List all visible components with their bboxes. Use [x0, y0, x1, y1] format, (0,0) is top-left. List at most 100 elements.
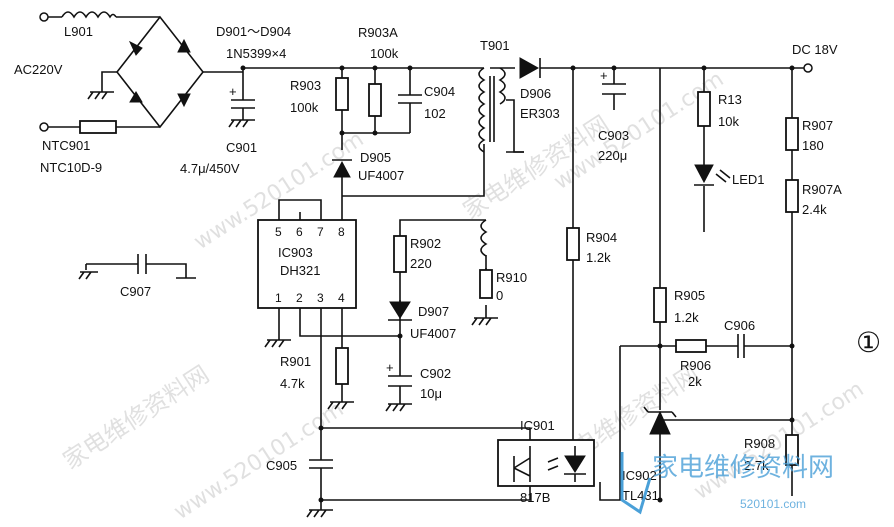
label-d906: D906 — [520, 86, 551, 101]
label-r904-value: 1.2k — [586, 250, 611, 265]
label-c907: C907 — [120, 284, 151, 299]
ic901-optocoupler — [497, 439, 595, 487]
r908-resistor — [785, 434, 799, 466]
label-r908: R908 — [744, 436, 775, 451]
ic903-pin-6: 6 — [296, 225, 303, 239]
ground-symbols — [78, 91, 524, 518]
label-r907-value: 180 — [802, 138, 824, 153]
label-ntc: NTC901 — [42, 138, 90, 153]
tl431-regulator — [643, 406, 677, 435]
component-labels: L901 AC220V D901～D904 1N5399×4 R903A 100… — [14, 24, 881, 505]
c902-capacitor — [388, 375, 412, 387]
site-logo: 家电维修资料网 520101.com — [620, 452, 834, 515]
r907a-resistor — [785, 179, 799, 213]
label-d905: D905 — [360, 150, 391, 165]
label-c903-value: 220μ — [598, 148, 627, 163]
label-led1: LED1 — [732, 172, 765, 187]
label-r903a: R903A — [358, 25, 398, 40]
label-c904-value: 102 — [424, 106, 446, 121]
label-r903-value: 100k — [290, 100, 319, 115]
label-c904: C904 — [424, 84, 455, 99]
r904-resistor — [566, 227, 580, 261]
ic903-pin-8: 8 — [338, 225, 345, 239]
label-c902-value: 10μ — [420, 386, 442, 401]
label-r906: R906 — [680, 358, 711, 373]
c906-capacitor — [737, 334, 745, 358]
label-r903: R903 — [290, 78, 321, 93]
c904-capacitor — [398, 94, 422, 104]
label-ic902-type: TL431 — [622, 488, 659, 503]
c903-capacitor — [602, 83, 626, 95]
ac-input-terminal-top — [39, 12, 49, 22]
junction-dots — [240, 65, 795, 503]
dc-output-terminal — [803, 63, 813, 73]
d906-diode — [519, 57, 541, 79]
d907-diode — [388, 272, 412, 321]
label-r907a-value: 2.4k — [802, 202, 827, 217]
label-bridge: D901～D904 — [216, 24, 291, 39]
label-ntc-type: NTC10D-9 — [40, 160, 102, 175]
label-r901-value: 4.7k — [280, 376, 305, 391]
c902-plus-sign: + — [386, 360, 394, 375]
label-c901-value: 4.7μ/450V — [180, 161, 240, 176]
d905-diode — [332, 159, 352, 178]
r903a-resistor — [368, 83, 382, 117]
r907-resistor — [785, 117, 799, 151]
label-dc-out: DC 18V — [792, 42, 838, 57]
label-bridge-type: 1N5399×4 — [226, 46, 286, 61]
label-c901: C901 — [226, 140, 257, 155]
ac-input-terminal-bottom — [39, 122, 49, 132]
ic903-pin-7: 7 — [317, 225, 324, 239]
site-logo-icon — [620, 452, 652, 515]
label-d906-type: ER303 — [520, 106, 560, 121]
ic903-pin-2: 2 — [296, 291, 303, 305]
label-r904: R904 — [586, 230, 617, 245]
ic903-chip — [257, 219, 357, 309]
label-ac-input: AC220V — [14, 62, 63, 77]
label-r902-value: 220 — [410, 256, 432, 271]
label-r907a: R907A — [802, 182, 842, 197]
label-d905-type: UF4007 — [358, 168, 404, 183]
label-ic902: IC902 — [622, 468, 657, 483]
label-r902: R902 — [410, 236, 441, 251]
label-r906-value: 2k — [688, 374, 702, 389]
ntc901-thermistor — [79, 120, 117, 134]
c901-plus-sign: + — [229, 84, 237, 99]
label-d907: D907 — [418, 304, 449, 319]
label-c902: C902 — [420, 366, 451, 381]
bridge-rectifier-diodes — [128, 38, 191, 108]
ic903-pin-3: 3 — [317, 291, 324, 305]
r906-resistor — [675, 339, 707, 353]
site-logo-url: 520101.com — [740, 497, 806, 511]
r905-resistor — [653, 287, 667, 323]
c905-capacitor — [309, 459, 333, 469]
label-c903: C903 — [598, 128, 629, 143]
c907-capacitor — [137, 254, 147, 274]
ic903-pin-4: 4 — [338, 291, 345, 305]
ic903-bottom-pins: 1 2 3 4 — [275, 291, 345, 305]
label-r908-value: 2.7k — [744, 458, 769, 473]
label-r905-value: 1.2k — [674, 310, 699, 325]
ic903-pin-5: 5 — [275, 225, 282, 239]
label-r903a-value: 100k — [370, 46, 399, 61]
r903-resistor — [335, 77, 349, 111]
label-l901: L901 — [64, 24, 93, 39]
ic903-top-pins: 5 6 7 8 — [275, 225, 345, 239]
label-r901: R901 — [280, 354, 311, 369]
label-d907-type: UF4007 — [410, 326, 456, 341]
led1-diode — [694, 164, 731, 186]
r13-resistor — [697, 91, 711, 127]
figure-number: ① — [856, 326, 881, 359]
r902-resistor — [393, 235, 407, 273]
label-c906: C906 — [724, 318, 755, 333]
label-r910-value: 0 — [496, 288, 503, 303]
r910-resistor — [479, 269, 493, 299]
label-r905: R905 — [674, 288, 705, 303]
ic903-pin-1: 1 — [275, 291, 282, 305]
label-ic903: IC903 — [278, 245, 313, 260]
label-ic901: IC901 — [520, 418, 555, 433]
watermark-url-3: www.520101.com — [690, 377, 869, 505]
site-logo-text: 家电维修资料网 — [652, 453, 834, 483]
